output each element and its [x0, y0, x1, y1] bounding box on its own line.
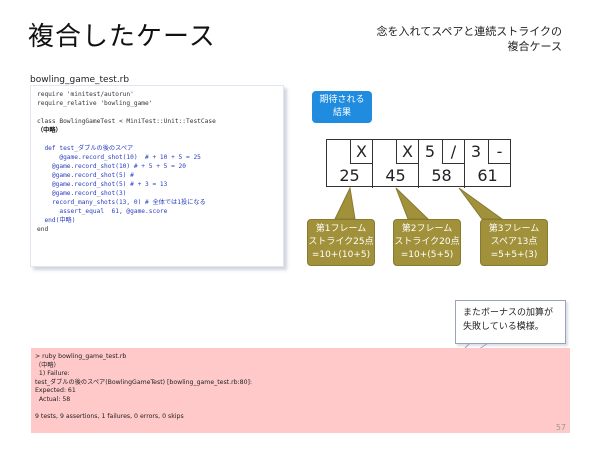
roll-2: X — [396, 140, 418, 164]
code-line: class BowlingGameTest < MiniTest::Unit::… — [37, 118, 216, 125]
code-line: require 'minitest/autorun' — [37, 91, 134, 98]
page-number: 57 — [555, 423, 566, 432]
score-frame-1: X 25 — [327, 140, 373, 188]
frame-total: 61 — [477, 166, 498, 185]
code-line — [37, 135, 277, 144]
code-line: （中略） — [37, 127, 62, 134]
output-line: （中略） — [35, 361, 60, 369]
frame-total: 45 — [385, 166, 406, 185]
subtitle-line: 念を入れてスペアと連続ストライクの — [376, 25, 562, 38]
frame3-callout-pointer — [458, 187, 504, 220]
callout-line: =5+5+(3) — [490, 250, 538, 260]
expected-result-callout: 期待される 結果 — [312, 91, 372, 123]
callout-line: 結果 — [332, 108, 351, 118]
code-line: require_relative 'bowling_game' — [37, 100, 153, 107]
score-sheet: X 25 X 45 5 / 58 3 - 61 — [326, 139, 511, 188]
callout-line: 第2フレーム — [401, 224, 453, 234]
code-line: @game.record_shot(3) — [37, 190, 127, 197]
code-line: end(中略) — [37, 217, 76, 224]
score-frame-4: 3 - 61 — [465, 140, 510, 188]
roll-2: X — [350, 140, 372, 164]
code-block: require 'minitest/autorun' require_relati… — [30, 85, 284, 267]
output-line: > ruby bowling_game_test.rb — [35, 353, 127, 360]
callout-line: ストライク25点 — [308, 237, 374, 247]
subtitle-line: 複合ケース — [507, 40, 562, 53]
code-line: end — [37, 226, 49, 233]
frame3-callout: 第3フレーム スペア13点 =5+5+(3) — [480, 219, 548, 266]
callout-line: 第3フレーム — [488, 224, 540, 234]
callout-line: 期待される — [319, 95, 365, 105]
callout-line: 失敗している模様。 — [463, 322, 544, 332]
frame1-callout-pointer — [334, 186, 356, 220]
callout-line: ストライク20点 — [394, 237, 460, 247]
roll-1: 3 — [470, 142, 482, 161]
bonus-failure-callout: またボーナスの加算が 失敗している模様。 — [455, 300, 566, 344]
callout-line: またボーナスの加算が — [463, 308, 554, 318]
roll-1 — [373, 140, 395, 164]
code-line: @game.record_shot(5) # — [37, 172, 134, 179]
frame2-callout: 第2フレーム ストライク20点 =10+(5+5) — [393, 219, 461, 266]
callout-line: 第1フレーム — [315, 224, 367, 234]
code-line: assert_equal 61, @game.score — [37, 208, 168, 215]
code-line — [37, 108, 277, 117]
frame-total: 58 — [431, 166, 452, 185]
code-line: record_many_shots(13, 0) # 全体では1投になる — [37, 199, 206, 206]
slide-title: 複合したケース — [28, 22, 216, 52]
code-line: @game.record_shot(10) # + 10 + 5 = 25 — [37, 154, 201, 161]
slide-subtitle: 念を入れてスペアと連続ストライクの 複合ケース — [322, 24, 562, 54]
frame2-callout-pointer — [395, 187, 430, 220]
roll-1: 5 — [424, 142, 436, 161]
file-label: bowling_game_test.rb — [30, 75, 130, 85]
score-frame-2: X 45 — [373, 140, 419, 188]
output-line: Expected: 61 — [35, 387, 76, 394]
output-line — [35, 404, 566, 413]
callout-line: スペア13点 — [490, 237, 538, 247]
score-frame-3: 5 / 58 — [419, 140, 465, 188]
frame1-callout: 第1フレーム ストライク25点 =10+(10+5) — [307, 219, 375, 266]
code-line: def test_ダブルの後のスペア — [37, 145, 134, 152]
code-line: @game.record_shot(5) # + 3 = 13 — [37, 181, 168, 188]
callout-line: =10+(5+5) — [400, 250, 454, 260]
frame-total: 25 — [339, 166, 360, 185]
roll-2: / — [442, 140, 464, 164]
roll-1 — [327, 140, 349, 164]
test-output: > ruby bowling_game_test.rb（中略） 1) Failu… — [31, 348, 570, 433]
code-line: @game.record_shot(10) # + 5 + 5 = 20 — [37, 163, 187, 170]
callout-line: =10+(10+5) — [311, 250, 371, 260]
roll-2: - — [488, 140, 510, 164]
output-line: test_ダブルの後のスペア(BowlingGameTest) [bowling… — [35, 378, 252, 386]
output-line: 1) Failure: — [35, 370, 70, 377]
output-line: Actual: 58 — [35, 395, 71, 403]
output-line: 9 tests, 9 assertions, 1 failures, 0 err… — [35, 412, 184, 420]
